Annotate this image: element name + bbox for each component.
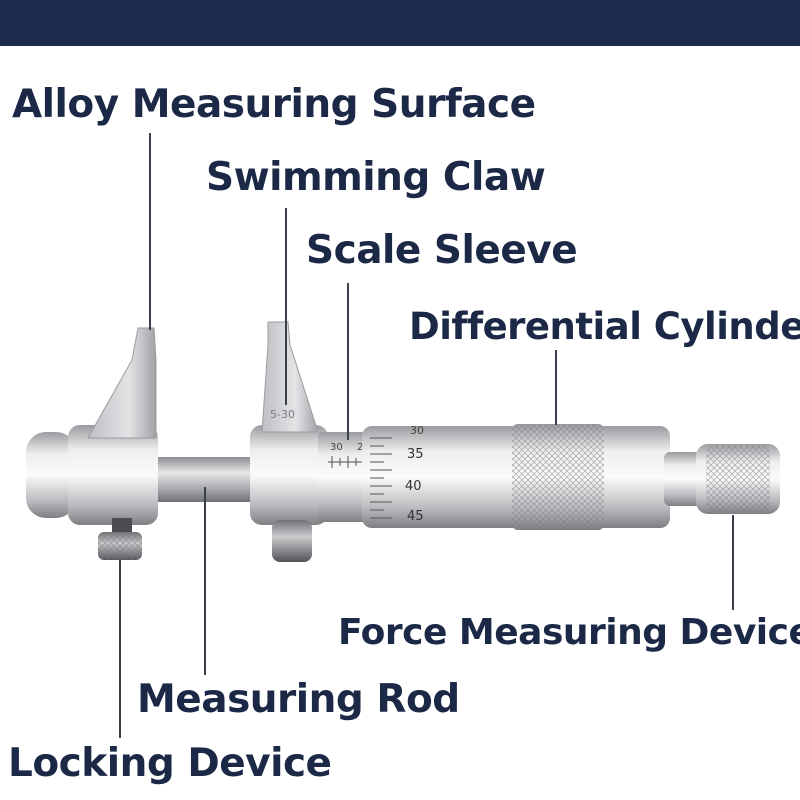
label-locking-device: Locking Device (8, 741, 332, 786)
label-differential-cylinder: Differential Cylinder (409, 305, 800, 348)
thimble-grip-knurl (512, 424, 604, 530)
label-force-measuring-device: Force Measuring Device (338, 612, 800, 653)
label-measuring-rod: Measuring Rod (137, 677, 460, 722)
alloy-measuring-claw (87, 327, 157, 439)
locking-stem (112, 518, 132, 534)
lower-knob (272, 520, 312, 562)
left-head (68, 425, 158, 525)
force-measuring-knurl (706, 446, 770, 512)
label-swimming-claw: Swimming Claw (206, 155, 546, 200)
top-banner (0, 0, 800, 46)
sleeve-marking-2: 2 (357, 442, 363, 453)
thimble-marking-45: 45 (407, 509, 424, 524)
measuring-rod-shape (135, 457, 265, 502)
locking-knob-knurl (98, 532, 142, 560)
left-end-cap (26, 432, 76, 518)
right-head (250, 425, 328, 525)
leader-lines (119, 133, 734, 738)
thimble-ticks (370, 437, 392, 519)
thimble-marking-35: 35 (407, 447, 424, 462)
label-alloy-measuring-surface: Alloy Measuring Surface (12, 82, 536, 127)
claw-range-marking: 5-30 (270, 408, 295, 421)
swimming-claw-shape (261, 321, 319, 433)
sleeve-marking-30: 30 (330, 442, 343, 453)
ratchet-neck (664, 452, 700, 506)
thimble-marking-40: 40 (405, 479, 422, 494)
thimble-marking-30: 30 (410, 424, 424, 437)
label-scale-sleeve: Scale Sleeve (306, 228, 578, 273)
